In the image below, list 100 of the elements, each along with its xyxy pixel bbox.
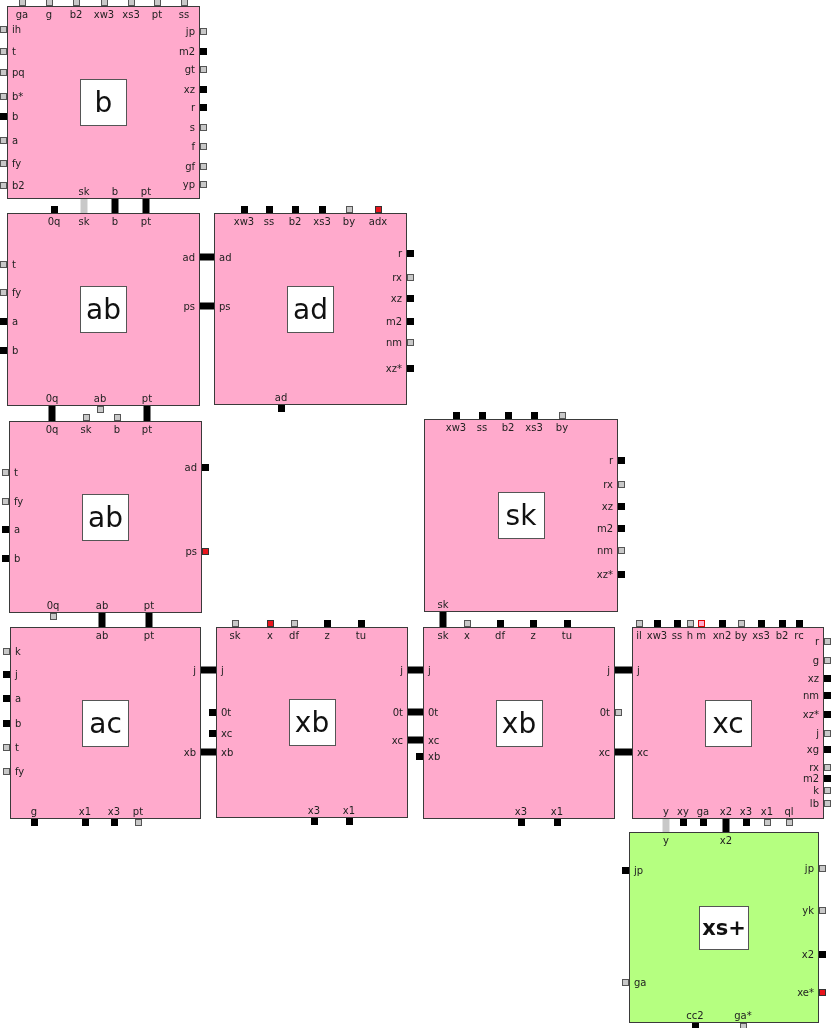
port-label: by xyxy=(342,216,356,227)
port-label: ss xyxy=(671,630,683,641)
port-label: rx xyxy=(603,478,613,490)
connector xyxy=(408,736,423,744)
port-label: j xyxy=(607,664,610,676)
component-block xyxy=(632,627,824,819)
port-label: jp xyxy=(185,25,195,37)
connector xyxy=(200,302,214,310)
port-label: ab xyxy=(93,393,107,404)
block-name-box: ad xyxy=(287,285,334,333)
port-label: x2 xyxy=(801,948,814,960)
port-label: ad xyxy=(184,461,197,473)
port-label: m xyxy=(696,630,706,641)
port-label: xw3 xyxy=(233,216,255,227)
port-label: ps xyxy=(185,545,197,557)
port-label: fy xyxy=(12,286,22,298)
port-label: rx xyxy=(809,761,819,773)
port-label: jp xyxy=(634,864,644,876)
port-label: xc xyxy=(428,734,440,746)
port-label: j xyxy=(400,664,403,676)
port-label: x3 xyxy=(307,805,321,816)
port-label: rx xyxy=(392,271,402,283)
port-label: pt xyxy=(151,9,163,20)
port-label: ga xyxy=(634,976,647,988)
block-name-box: ac xyxy=(82,699,129,747)
component-block xyxy=(214,213,407,405)
port-label: il xyxy=(636,630,642,641)
port-label: a xyxy=(12,315,19,327)
port-label: 0t xyxy=(599,706,610,718)
connector xyxy=(98,613,106,627)
port-label: fy xyxy=(14,495,24,507)
port-label: gt xyxy=(184,63,195,75)
port-label: ad xyxy=(274,392,288,403)
block-name-box: xb xyxy=(495,699,543,747)
port-label: xc xyxy=(391,734,403,746)
port-label: z xyxy=(530,630,536,641)
port-label: z xyxy=(324,630,330,641)
port-label: t xyxy=(12,45,16,57)
port-label: j xyxy=(193,664,196,676)
port-label: pt xyxy=(132,806,144,817)
port-label: j xyxy=(15,668,18,680)
component-block xyxy=(7,6,200,199)
port-label: m2 xyxy=(385,315,402,327)
block-name-box: xs+ xyxy=(699,905,749,950)
block-name-box: b xyxy=(80,79,127,126)
port-label: xz* xyxy=(596,568,613,580)
port-label: 0q xyxy=(47,216,61,227)
port-label: 0q xyxy=(46,600,60,611)
port-label: xb xyxy=(183,746,196,758)
port-label: x3 xyxy=(514,806,528,817)
port-label: x3 xyxy=(107,806,121,817)
port-label: xg xyxy=(806,743,819,755)
block-name-box: xb xyxy=(288,699,336,746)
connector xyxy=(439,612,447,627)
port-label: r xyxy=(608,454,613,466)
port-label: xb xyxy=(428,750,441,762)
port-label: a xyxy=(15,692,22,704)
connector xyxy=(143,406,151,421)
port-label: xs3 xyxy=(752,630,770,641)
port-label: ss xyxy=(263,216,275,227)
port-label: pt xyxy=(143,600,155,611)
port-label: k xyxy=(813,784,819,796)
connector xyxy=(145,613,153,627)
port-label: tu xyxy=(561,630,573,641)
port-label: pq xyxy=(12,66,25,78)
port-label: pt xyxy=(141,424,153,435)
port-label: x2 xyxy=(719,806,733,817)
connector xyxy=(408,666,423,674)
connector xyxy=(48,406,56,421)
connector xyxy=(722,819,730,832)
port-label: df xyxy=(289,630,299,641)
port-label: j xyxy=(221,664,224,676)
port-label: yk xyxy=(802,904,814,916)
port-label: pt xyxy=(140,186,152,197)
port-label: lb xyxy=(809,797,819,809)
port-label: xw3 xyxy=(646,630,668,641)
port-label: b xyxy=(14,552,21,564)
port-label: x1 xyxy=(78,806,92,817)
port-label: xz* xyxy=(802,708,819,720)
port-label: ad xyxy=(219,251,232,263)
port-label: sk xyxy=(80,424,92,435)
connector xyxy=(201,748,216,756)
port-label: 0q xyxy=(45,393,59,404)
port-label: nm xyxy=(596,544,613,556)
port-label: 0t xyxy=(392,706,403,718)
port-label: x3 xyxy=(739,806,753,817)
connector xyxy=(80,199,88,213)
port-label: h xyxy=(686,630,694,641)
port-label: ga xyxy=(696,806,710,817)
port-label: ss xyxy=(476,422,488,433)
port-label: r xyxy=(814,635,819,647)
port-label: 0t xyxy=(221,706,232,718)
port-label: ql xyxy=(784,806,794,817)
port-label: y xyxy=(663,835,669,846)
port-label: t xyxy=(14,466,18,478)
port-label: sk xyxy=(437,630,449,641)
port-label: fy xyxy=(12,157,22,169)
port-label: by xyxy=(734,630,748,641)
port-label: ga xyxy=(15,9,29,20)
port-label: b2 xyxy=(288,216,302,227)
